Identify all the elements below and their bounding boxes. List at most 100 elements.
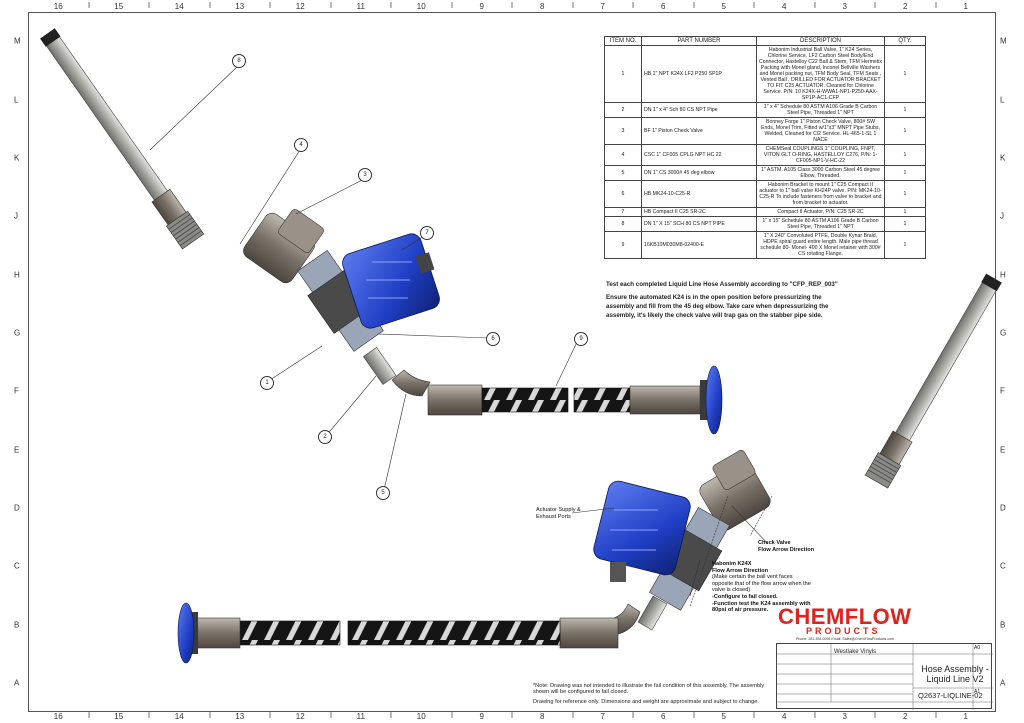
zone-column-label: 4 [782, 2, 787, 11]
zone-row-label: G [14, 328, 21, 338]
bom-desc: 1" x 15" Schedule 80 ASTM A106 Grade B C… [756, 216, 885, 232]
bom-item: 7 [604, 207, 642, 217]
callout-5: 5 [376, 486, 390, 500]
zone-tick [330, 712, 331, 718]
zone-row-label: K [1000, 153, 1006, 163]
zone-row-label: B [1000, 620, 1006, 629]
bom-item: 5 [604, 165, 642, 181]
zone-row-label: H [14, 270, 20, 279]
zone-column-label: 10 [416, 712, 426, 721]
zone-row-label: F [14, 386, 19, 396]
bom-desc: 1" x 4" Schedule 80 ASTM A106 Grade B Ca… [756, 102, 885, 118]
chemflow-logo: CHEMFLOW PRODUCTS Phone: 281.354.0096 Em… [778, 604, 918, 641]
bom-part: DN 1" CS 3000# 45 deg elbow [641, 165, 757, 181]
zone-column-label: 3 [842, 712, 847, 721]
zone-tick [814, 712, 815, 718]
logo-name: CHEMFLOW [778, 604, 912, 629]
bom-header-item: ITEM NO. [604, 36, 642, 46]
zone-column-label: 7 [600, 2, 605, 11]
bom-part: DN 1" x 4" Sch 80 CS NPT Pipe [641, 102, 757, 118]
revision: A0 [974, 645, 981, 651]
check-valve-subtitle: Flow Arrow Direction [758, 546, 815, 553]
zone-column-label: 16 [53, 2, 63, 11]
zone-row-label: J [1000, 211, 1004, 221]
zone-row-label: D [14, 503, 20, 513]
zone-row-label: G [1000, 328, 1007, 338]
check-valve-annotation: Check Valve Flow Arrow Direction [758, 540, 814, 553]
pressurize-note: Ensure the automated K24 is in the open … [606, 294, 829, 319]
zone-tick [269, 712, 271, 718]
zone-column-label: 1 [963, 2, 968, 11]
callout-4: 4 [294, 138, 308, 152]
long-pipe-upper [40, 28, 205, 250]
zone-tick [753, 712, 755, 718]
callout-6: 6 [486, 332, 500, 346]
bom-item: 6 [604, 180, 642, 208]
zone-column-label: 9 [479, 712, 484, 721]
elbow-upper [391, 369, 431, 397]
zone-row-label: A [1000, 678, 1006, 688]
zone-tick [511, 2, 513, 8]
zone-tick [511, 712, 513, 718]
hose-upper [427, 365, 723, 435]
zone-tick [148, 2, 150, 8]
zone-column-label: 5 [721, 2, 726, 11]
logo-contact: Phone: 281.354.0096 Email: Sales@ChemFlo… [796, 637, 895, 641]
k24-vent-note: (Make certain the ball vent faces opposi… [712, 574, 811, 594]
bom-part: HB 1" NPT K24X LF2 P250 SP1P [641, 45, 757, 103]
actuator-upper [342, 233, 440, 329]
zone-column-label: 8 [540, 2, 545, 11]
bom-desc: Compact II Actuator, P/N: C25 SR-2C [756, 207, 885, 217]
bom-qty: 1 [884, 144, 926, 166]
zone-column-label: 12 [295, 712, 305, 721]
callout-7: 7 [420, 226, 434, 240]
zone-tick [935, 2, 936, 8]
bom-item: 3 [604, 117, 642, 145]
zone-tick [390, 712, 392, 718]
title-block-grid [777, 644, 993, 710]
lower-assembly [177, 273, 1002, 664]
bom-desc: CHEMSeal COUPLINGS 1" COUPLING, FNPT, VI… [756, 144, 885, 166]
zone-tick [390, 2, 392, 8]
title-block [776, 643, 993, 710]
zone-tick [572, 2, 573, 8]
k24-function-test: -Function test the K24 assembly with 80p… [712, 600, 811, 614]
bom-qty: 1 [884, 102, 926, 118]
k24-title: Habonim K24X [712, 561, 752, 567]
bom-item: 1 [604, 45, 642, 103]
zone-column-label: 10 [416, 2, 426, 11]
short-pipe-lower [637, 595, 668, 631]
test-note: Test each completed Liquid Line Hose Ass… [606, 281, 838, 288]
actuator-lower [593, 480, 691, 582]
fail-condition-note: *Note: Drawing was not intended to illus… [533, 683, 765, 696]
zone-tick [632, 712, 634, 718]
zone-column-label: 13 [235, 712, 245, 721]
zone-tick [693, 2, 694, 8]
zone-column-label: 8 [540, 712, 545, 721]
callout-3: 3 [358, 168, 372, 182]
zone-tick [874, 712, 876, 718]
callout-8: 8 [232, 54, 246, 68]
zone-row-label: M [14, 36, 21, 46]
bom-part: HB MK24-10-C25-R [641, 180, 757, 208]
zone-row-label: F [1000, 386, 1005, 396]
check-valve-upper [243, 209, 324, 284]
bom-qty: 1 [884, 165, 926, 181]
bom-desc: 1" X 240" Convoluted PTFE, Double Kynar … [756, 231, 885, 259]
upper-assembly [40, 28, 723, 435]
bom-item: 9 [604, 231, 642, 259]
zone-row-label: L [1000, 95, 1005, 104]
zone-column-label: 2 [903, 712, 908, 721]
bom-header-description: DESCRIPTION [756, 36, 885, 46]
bom-qty: 1 [884, 180, 926, 208]
drawing-title: Hose Assembly - Liquid Line V2 [921, 664, 989, 684]
zone-column-label: 13 [235, 2, 245, 11]
